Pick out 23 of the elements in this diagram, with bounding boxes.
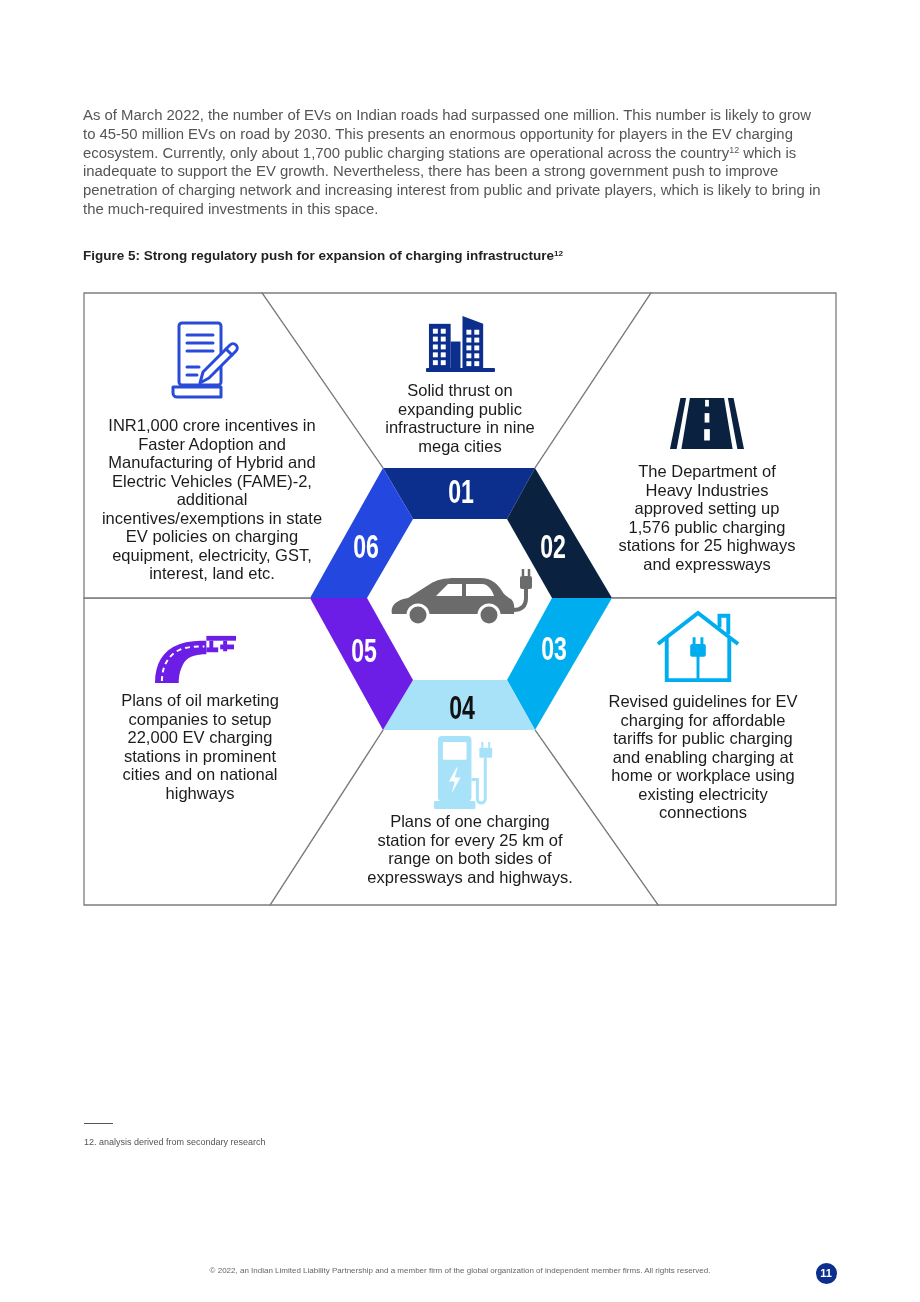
page-number: 11 (815, 1262, 837, 1284)
hexagon-segment (506, 467, 613, 599)
figure-title: Figure 5: Strong regulatory push for expansion of charging infrastructure$^{12}$ (83, 248, 565, 264)
info-panel (534, 292, 837, 599)
hexagon-segment (309, 597, 414, 731)
step-number: 03 (541, 633, 567, 663)
panel-text: Plans of oil marketing companies to setup 22,000 EV charging stations in prominent cities and on national highways (120, 691, 280, 802)
panel-text: INR1,000 crore incentives in Faster Adoption and Manufacturing of Hybrid and Electric Vehicles (FAME)-2, additional incentives/exemptions in state EV policies on charging equipment, electricity, GST, interest, land etc. (100, 416, 324, 583)
panel-text: Revised guidelines for EV charging for affordable tariffs for public charging and enabling charging at home or workplace using existing electricity connections (607, 692, 799, 822)
footnote: 12. analysis derived from secondary research (84, 1137, 267, 1148)
hexagon-segment (382, 679, 536, 731)
step-number: 01 (448, 476, 474, 506)
panel-text: The Department of Heavy Industries approved setting up 1,576 public charging stations for 25 highways and expressways (617, 462, 797, 573)
copyright-notice: © 2022, an Indian Limited Liability Partnership and a member firm of the global organization of independent member firms. All rights reserved. (208, 1266, 712, 1276)
body-paragraph: As of March 2022, the number of EVs on Indian roads had surpassed one million. This number is likely to grow to 45-50 million EVs on road by 2030. This presents an enormous opportunity for players in the EV charging ecosystem. Currently, only about 1,700 public charging stations are operational across the country$^{12}$ which is inadequate to support the EV growth. Nevertheless, there has been a strong government push to improve penetration of charging network and increasing interest from public and private players, which is likely to bring in the much-required investments in this space. (83, 106, 821, 219)
step-number: 06 (353, 531, 379, 561)
hexagon-segment (382, 467, 536, 520)
step-number: 05 (351, 635, 377, 665)
panel-text: Solid thrust on expanding public infrastructure in nine mega cities (384, 381, 536, 455)
panel-text: Plans of one charging station for every 25 km of range on both sides of expressways and highways. (366, 812, 574, 886)
info-panel (83, 292, 384, 599)
step-number: 04 (449, 692, 475, 722)
step-number: 02 (540, 531, 566, 561)
